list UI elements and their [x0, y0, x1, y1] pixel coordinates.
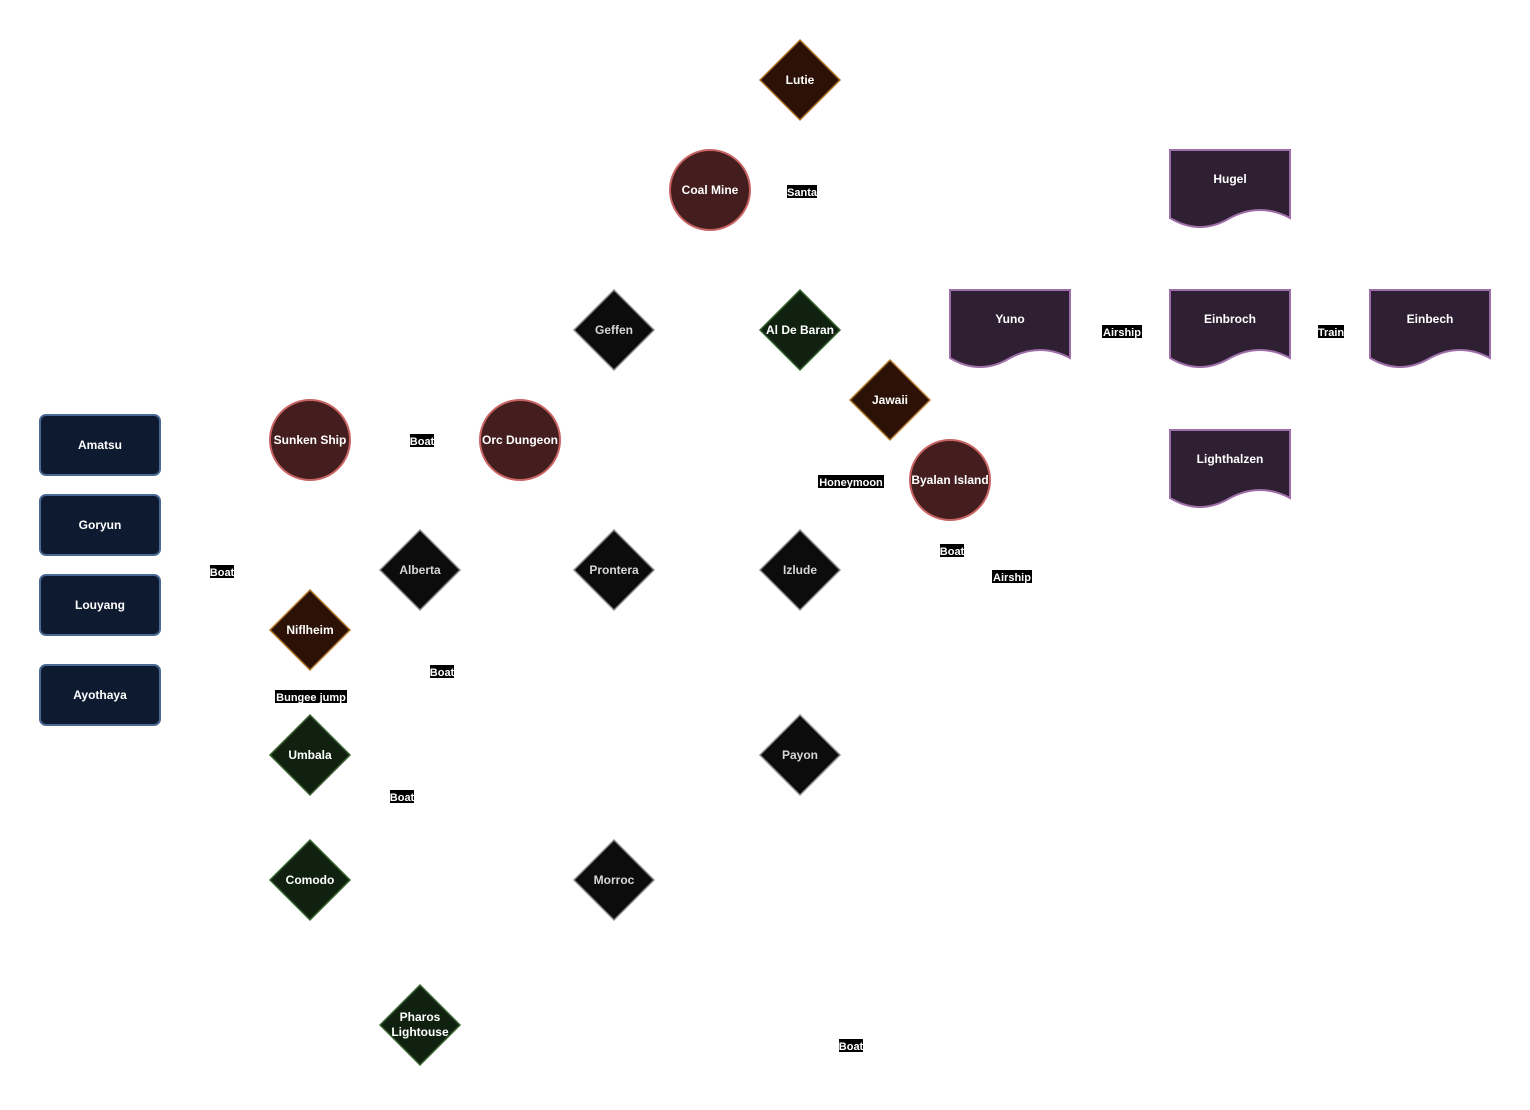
- node-niflheim-label: Niflheim: [286, 623, 333, 637]
- edge-label-boat-sunken-orc: Boat: [410, 434, 435, 448]
- node-amatsu[interactable]: Amatsu: [39, 414, 161, 476]
- node-lighthalzen[interactable]: Lighthalzen: [1169, 429, 1291, 508]
- node-louyang[interactable]: Louyang: [39, 574, 161, 636]
- node-al-de-baran[interactable]: Al De Baran: [758, 288, 842, 372]
- node-ayothaya-label: Ayothaya: [73, 688, 127, 702]
- node-sunken-ship[interactable]: Sunken Ship: [269, 399, 351, 481]
- svg-text:Honeymoon: Honeymoon: [819, 477, 883, 489]
- node-pharos-label-line2: Lightouse: [391, 1025, 449, 1039]
- node-lutie[interactable]: Lutie: [758, 38, 842, 122]
- edge-label-bungee-jump: Bungee jump: [275, 690, 347, 704]
- svg-text:Airship: Airship: [993, 572, 1031, 584]
- node-lutie-label: Lutie: [786, 73, 815, 87]
- node-hugel-label: Hugel: [1213, 172, 1246, 186]
- node-alberta[interactable]: Alberta: [378, 528, 462, 612]
- svg-text:Bungee jump: Bungee jump: [276, 692, 346, 704]
- node-al-de-baran-label: Al De Baran: [766, 323, 834, 337]
- node-hugel[interactable]: Hugel: [1169, 149, 1291, 228]
- node-umbala-label: Umbala: [288, 748, 332, 762]
- edge-label-santa: Santa: [787, 185, 818, 199]
- node-yuno[interactable]: Yuno: [949, 289, 1071, 368]
- node-alberta-label: Alberta: [399, 563, 441, 577]
- edge-label-train: Train: [1318, 325, 1345, 339]
- svg-text:Airship: Airship: [1103, 327, 1141, 339]
- node-pharos-lightouse[interactable]: Pharos Lightouse: [378, 983, 462, 1067]
- node-jawaii-label: Jawaii: [872, 393, 908, 407]
- svg-text:Boat: Boat: [940, 546, 965, 558]
- node-orc-dungeon-label: Orc Dungeon: [482, 433, 558, 447]
- node-payon[interactable]: Payon: [758, 713, 842, 797]
- node-yuno-label: Yuno: [995, 312, 1024, 326]
- svg-text:Boat: Boat: [410, 436, 435, 448]
- node-einbroch[interactable]: Einbroch: [1169, 289, 1291, 368]
- edge-label-boat-byalan: Boat: [940, 544, 965, 558]
- node-einbech-label: Einbech: [1407, 312, 1454, 326]
- node-orc-dungeon[interactable]: Orc Dungeon: [479, 399, 561, 481]
- edge-label-airship-izlude: Airship: [992, 570, 1032, 584]
- node-geffen[interactable]: Geffen: [572, 288, 656, 372]
- node-umbala[interactable]: Umbala: [268, 713, 352, 797]
- node-morroc-label: Morroc: [594, 873, 635, 887]
- node-geffen-label: Geffen: [595, 323, 633, 337]
- node-byalan-island-label: Byalan Island: [911, 473, 988, 487]
- node-comodo-label: Comodo: [286, 873, 335, 887]
- node-louyang-label: Louyang: [75, 598, 125, 612]
- node-coal-mine[interactable]: Coal Mine: [669, 149, 751, 231]
- node-einbroch-label: Einbroch: [1204, 312, 1256, 326]
- node-goryun-label: Goryun: [79, 518, 122, 532]
- svg-text:Boat: Boat: [839, 1041, 864, 1053]
- edge-label-boat-left: Boat: [210, 565, 235, 579]
- node-payon-label: Payon: [782, 748, 818, 762]
- node-pharos-label-line1: Pharos: [400, 1010, 441, 1024]
- node-byalan-island[interactable]: Byalan Island: [909, 439, 991, 521]
- node-ayothaya[interactable]: Ayothaya: [39, 664, 161, 726]
- edge-label-boat-alberta: Boat: [430, 665, 455, 679]
- svg-text:Boat: Boat: [390, 792, 415, 804]
- node-niflheim[interactable]: Niflheim: [268, 588, 352, 672]
- node-einbech[interactable]: Einbech: [1369, 289, 1491, 368]
- svg-text:Boat: Boat: [430, 667, 455, 679]
- svg-text:Boat: Boat: [210, 567, 235, 579]
- node-coal-mine-label: Coal Mine: [682, 183, 739, 197]
- svg-text:Train: Train: [1318, 327, 1345, 339]
- edge-label-honeymoon: Honeymoon: [818, 475, 884, 489]
- edge-label-boat-bottom: Boat: [839, 1039, 864, 1053]
- node-prontera[interactable]: Prontera: [572, 528, 656, 612]
- edge-label-boat-umbala: Boat: [390, 790, 415, 804]
- edge-label-airship-yuno: Airship: [1102, 325, 1142, 339]
- node-morroc[interactable]: Morroc: [572, 838, 656, 922]
- node-izlude[interactable]: Izlude: [758, 528, 842, 612]
- node-amatsu-label: Amatsu: [78, 438, 122, 452]
- node-lighthalzen-label: Lighthalzen: [1197, 452, 1264, 466]
- node-izlude-label: Izlude: [783, 563, 817, 577]
- node-sunken-ship-label: Sunken Ship: [274, 433, 347, 447]
- node-prontera-label: Prontera: [589, 563, 639, 577]
- svg-text:Santa: Santa: [787, 187, 818, 199]
- node-jawaii[interactable]: Jawaii: [848, 358, 932, 442]
- node-comodo[interactable]: Comodo: [268, 838, 352, 922]
- node-goryun[interactable]: Goryun: [39, 494, 161, 556]
